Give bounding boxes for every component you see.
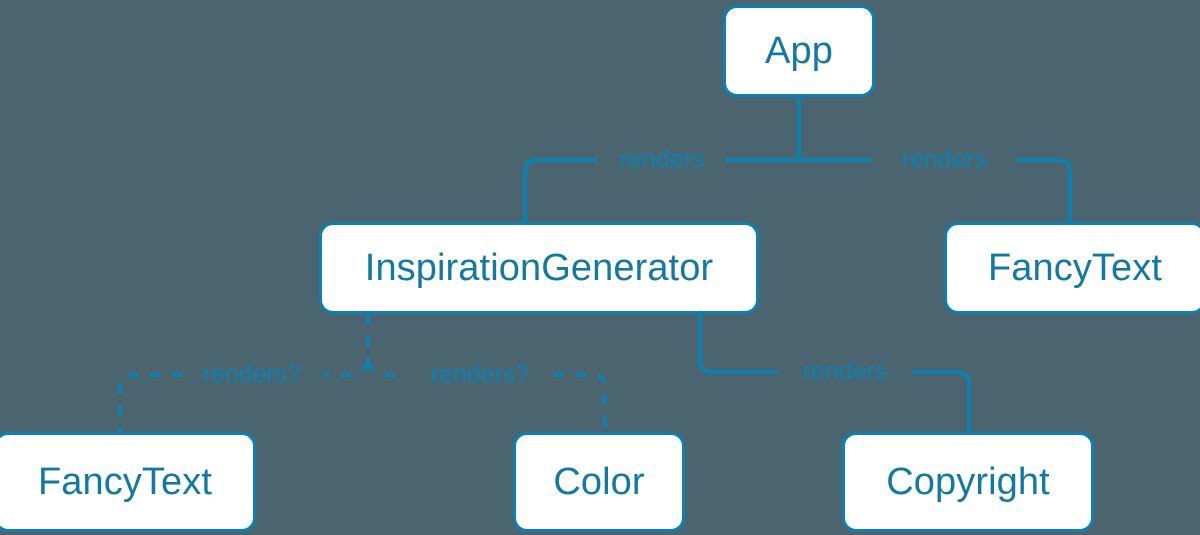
edge-label-app-to-fancytext: renders [902, 146, 987, 174]
node-inspiration-generator[interactable]: InspirationGenerator [319, 222, 759, 314]
node-color-label: Color [553, 461, 645, 503]
edge-app-to-inspgen-right [523, 158, 598, 222]
edge-inspgen-to-color-left [366, 362, 406, 377]
node-copyright-label: Copyright [886, 461, 1050, 503]
node-inspiration-generator-label: InspirationGenerator [364, 247, 714, 289]
node-app-label: App [765, 30, 833, 72]
node-fancytext-top[interactable]: FancyText [944, 222, 1200, 314]
node-fancytext-bottom[interactable]: FancyText [0, 432, 256, 532]
edge-inspgen-to-fancytext-left [118, 373, 182, 432]
node-copyright[interactable]: Copyright [842, 432, 1094, 532]
edge-inspgen-to-fancytext-right [323, 362, 370, 377]
edge-inspgen-to-copyright-left [698, 314, 778, 374]
edge-app-to-fancytext-right [1016, 158, 1072, 222]
node-fancytext-top-label: FancyText [987, 247, 1163, 289]
edge-inspgen-to-color-right [554, 373, 607, 432]
edge-inspgen-to-copyright-right [912, 370, 971, 432]
edge-label-inspgen-to-copyright: renders [803, 358, 888, 386]
node-fancytext-bottom-label: FancyText [37, 461, 213, 503]
edge-label-inspgen-to-color: renders? [431, 361, 530, 389]
edge-label-inspgen-to-fancytext: renders? [203, 361, 302, 389]
node-app[interactable]: App [723, 5, 875, 97]
edge-label-app-to-inspgen: renders [620, 146, 705, 174]
node-color[interactable]: Color [513, 432, 685, 532]
